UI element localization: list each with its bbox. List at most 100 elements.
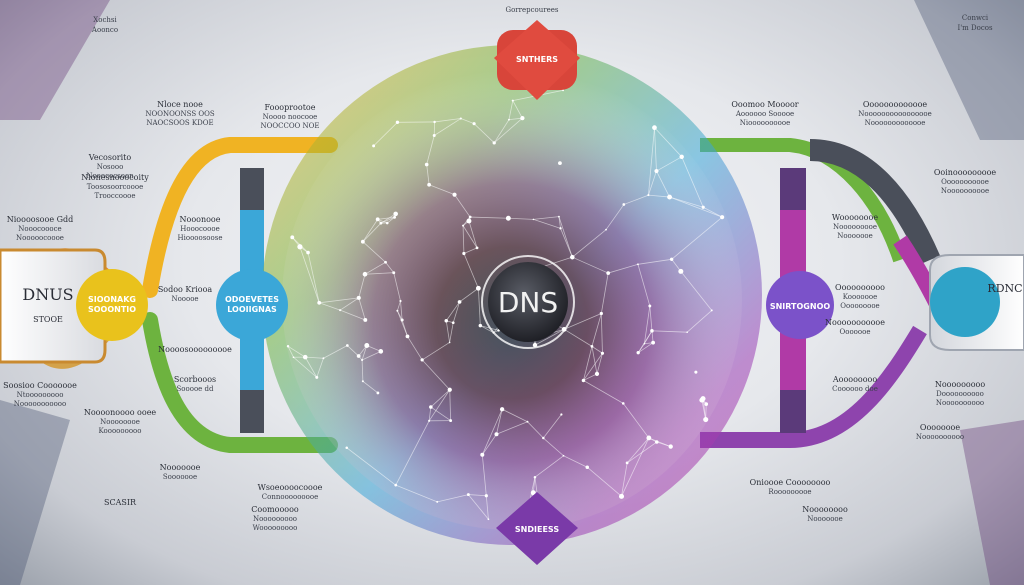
right-label-line: Ooinooooooooe	[934, 168, 997, 177]
network-node-dot	[558, 161, 562, 166]
network-node-dot	[375, 217, 380, 222]
network-link	[362, 219, 379, 242]
network-link	[508, 117, 523, 121]
network-link	[508, 100, 514, 120]
left-label-line: Sodoo Kriooa	[158, 285, 213, 294]
right-node-purple[interactable]: SNIRTOGNOO	[766, 271, 834, 339]
network-link	[608, 263, 639, 274]
network-node-dot	[452, 192, 457, 197]
network-node-dot	[646, 435, 652, 441]
network-link	[463, 247, 478, 254]
right-label-line: Nooooooooooooe	[865, 119, 926, 127]
network-node-dot	[290, 235, 295, 240]
network-link	[445, 301, 460, 321]
network-link	[385, 262, 395, 273]
network-node-dot	[562, 454, 565, 457]
right-label-line: Aoooooooo	[832, 375, 877, 384]
network-node-dot	[372, 144, 376, 148]
network-link	[621, 462, 628, 497]
network-link	[622, 403, 650, 439]
left-label-line: Connooooooooe	[262, 493, 318, 501]
network-link	[543, 437, 564, 457]
network-link	[373, 122, 398, 147]
network-link	[649, 305, 653, 331]
dns-center-node[interactable]: DNS	[481, 255, 575, 349]
network-node-dot	[700, 396, 706, 402]
network-link	[366, 345, 381, 352]
network-node-dot	[542, 436, 545, 440]
network-link	[339, 297, 359, 311]
right-label-line: Nooooooooooe	[825, 318, 885, 327]
network-link	[395, 420, 430, 486]
left-label-line: Nooonooe	[180, 215, 221, 224]
left-label-line: Sooooe dd	[177, 385, 215, 393]
left-label-line: NAOCSOOS KDOE	[146, 119, 213, 127]
network-node-dot	[475, 246, 479, 250]
network-link	[380, 213, 396, 224]
network-node-dot	[405, 334, 410, 339]
network-link	[362, 380, 379, 394]
bottom-node[interactable]: SNDIEESS	[496, 492, 578, 565]
right-box[interactable]: RDNC	[929, 254, 1024, 351]
network-node-dot	[599, 311, 603, 316]
network-link	[654, 127, 657, 172]
network-node-dot	[643, 342, 646, 345]
network-node-dot	[444, 319, 449, 323]
network-link	[703, 206, 723, 218]
network-link	[319, 297, 359, 304]
top-node[interactable]: SNTHERS	[494, 20, 580, 100]
left-node-blue[interactable]: ODOEVETES LOOIIGNAS	[216, 269, 288, 341]
left-node-yellow[interactable]: SIOONAKG SOOONTIO	[76, 269, 148, 341]
network-link	[428, 406, 432, 421]
network-node-dot	[494, 432, 499, 437]
network-link	[459, 287, 479, 303]
network-link	[656, 170, 670, 198]
network-link	[572, 256, 609, 274]
network-node-dot	[448, 341, 451, 344]
network-node-dot	[475, 285, 481, 291]
network-node-dot	[345, 446, 348, 450]
network-node-dot	[385, 221, 389, 225]
network-node-dot	[466, 218, 472, 224]
left-label-line: Nooocoooce	[18, 225, 61, 233]
network-link	[477, 288, 481, 326]
network-link	[644, 330, 653, 344]
right-label-line: Woooooooe	[832, 213, 878, 222]
network-link	[319, 302, 341, 311]
right-label-line: Nooooooooo	[935, 380, 986, 389]
network-node-dot	[302, 354, 308, 360]
network-link	[501, 408, 528, 423]
network-link	[534, 455, 564, 478]
left-label-line: Wsoeoooocoooe	[258, 483, 323, 492]
network-link	[346, 447, 396, 486]
network-link	[583, 373, 598, 381]
left-box[interactable]: DNUS STOOE	[0, 248, 107, 364]
network-link	[583, 353, 603, 381]
network-link	[671, 216, 723, 260]
network-link	[626, 437, 650, 464]
left-label-line: NOOCCOO NOE	[261, 122, 320, 130]
network-node-dot	[526, 420, 529, 423]
network-node-dot	[459, 117, 462, 120]
network-link	[361, 350, 381, 361]
network-link	[362, 222, 382, 242]
network-link	[533, 218, 561, 229]
left-label-line: Noooooooe	[100, 418, 140, 426]
network-link	[534, 328, 565, 346]
network-link	[605, 204, 625, 230]
network-link	[462, 225, 465, 254]
network-link	[463, 253, 479, 289]
network-link	[468, 494, 489, 520]
left-label-line: Nosooo	[97, 163, 124, 171]
network-node-dot	[678, 268, 684, 274]
right-label-line: Ooooooooooooe	[863, 100, 928, 109]
